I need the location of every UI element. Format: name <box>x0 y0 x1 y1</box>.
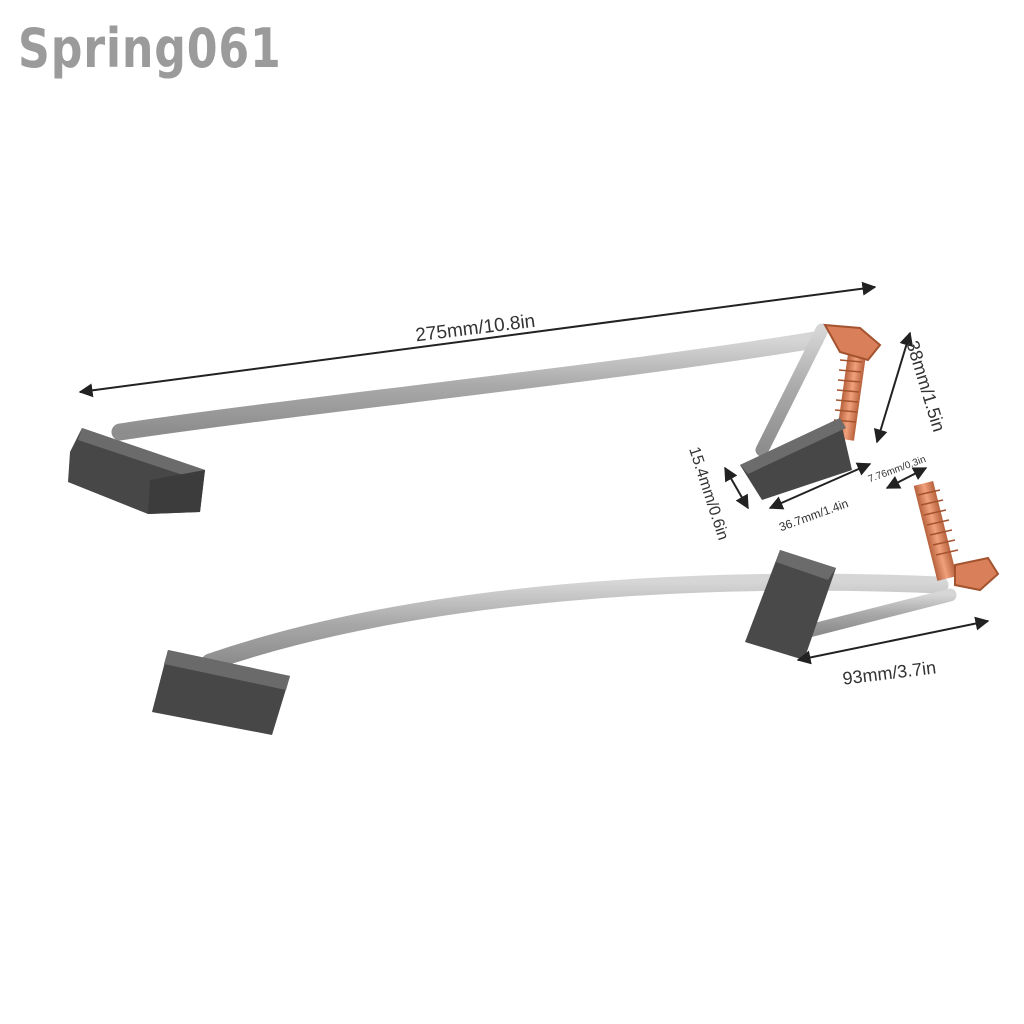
short-lead-wire-bottom <box>798 588 957 639</box>
label-lead-span: 93mm/3.7in <box>841 657 937 688</box>
dim-line-brush-length <box>768 462 872 510</box>
brand-watermark: Spring061 <box>18 17 282 80</box>
carbon-brush-bottom-right <box>745 550 836 660</box>
label-terminal: 7.76mm/0.3in <box>867 454 928 485</box>
long-lead-wire-top <box>111 331 824 441</box>
copper-terminal-bottom <box>913 481 1000 592</box>
long-lead-wire-bottom <box>201 573 949 671</box>
dim-line-total-length <box>78 281 877 398</box>
dim-line-terminal <box>885 467 928 489</box>
label-brush-length: 36.7mm/1.4in <box>777 496 850 534</box>
carbon-brush-bottom-left <box>152 650 290 735</box>
dim-line-lead-span <box>796 616 990 665</box>
carbon-brush-top-left <box>68 428 205 514</box>
label-short-lead: 38mm/1.5in <box>902 338 949 434</box>
dim-line-short-lead <box>873 331 914 444</box>
carbon-brush-top-right <box>740 418 852 500</box>
dim-line-brush-height <box>724 466 749 510</box>
label-total-length: 275mm/10.8in <box>414 311 536 347</box>
label-brush-height: 15.4mm/0.6in <box>685 445 731 542</box>
